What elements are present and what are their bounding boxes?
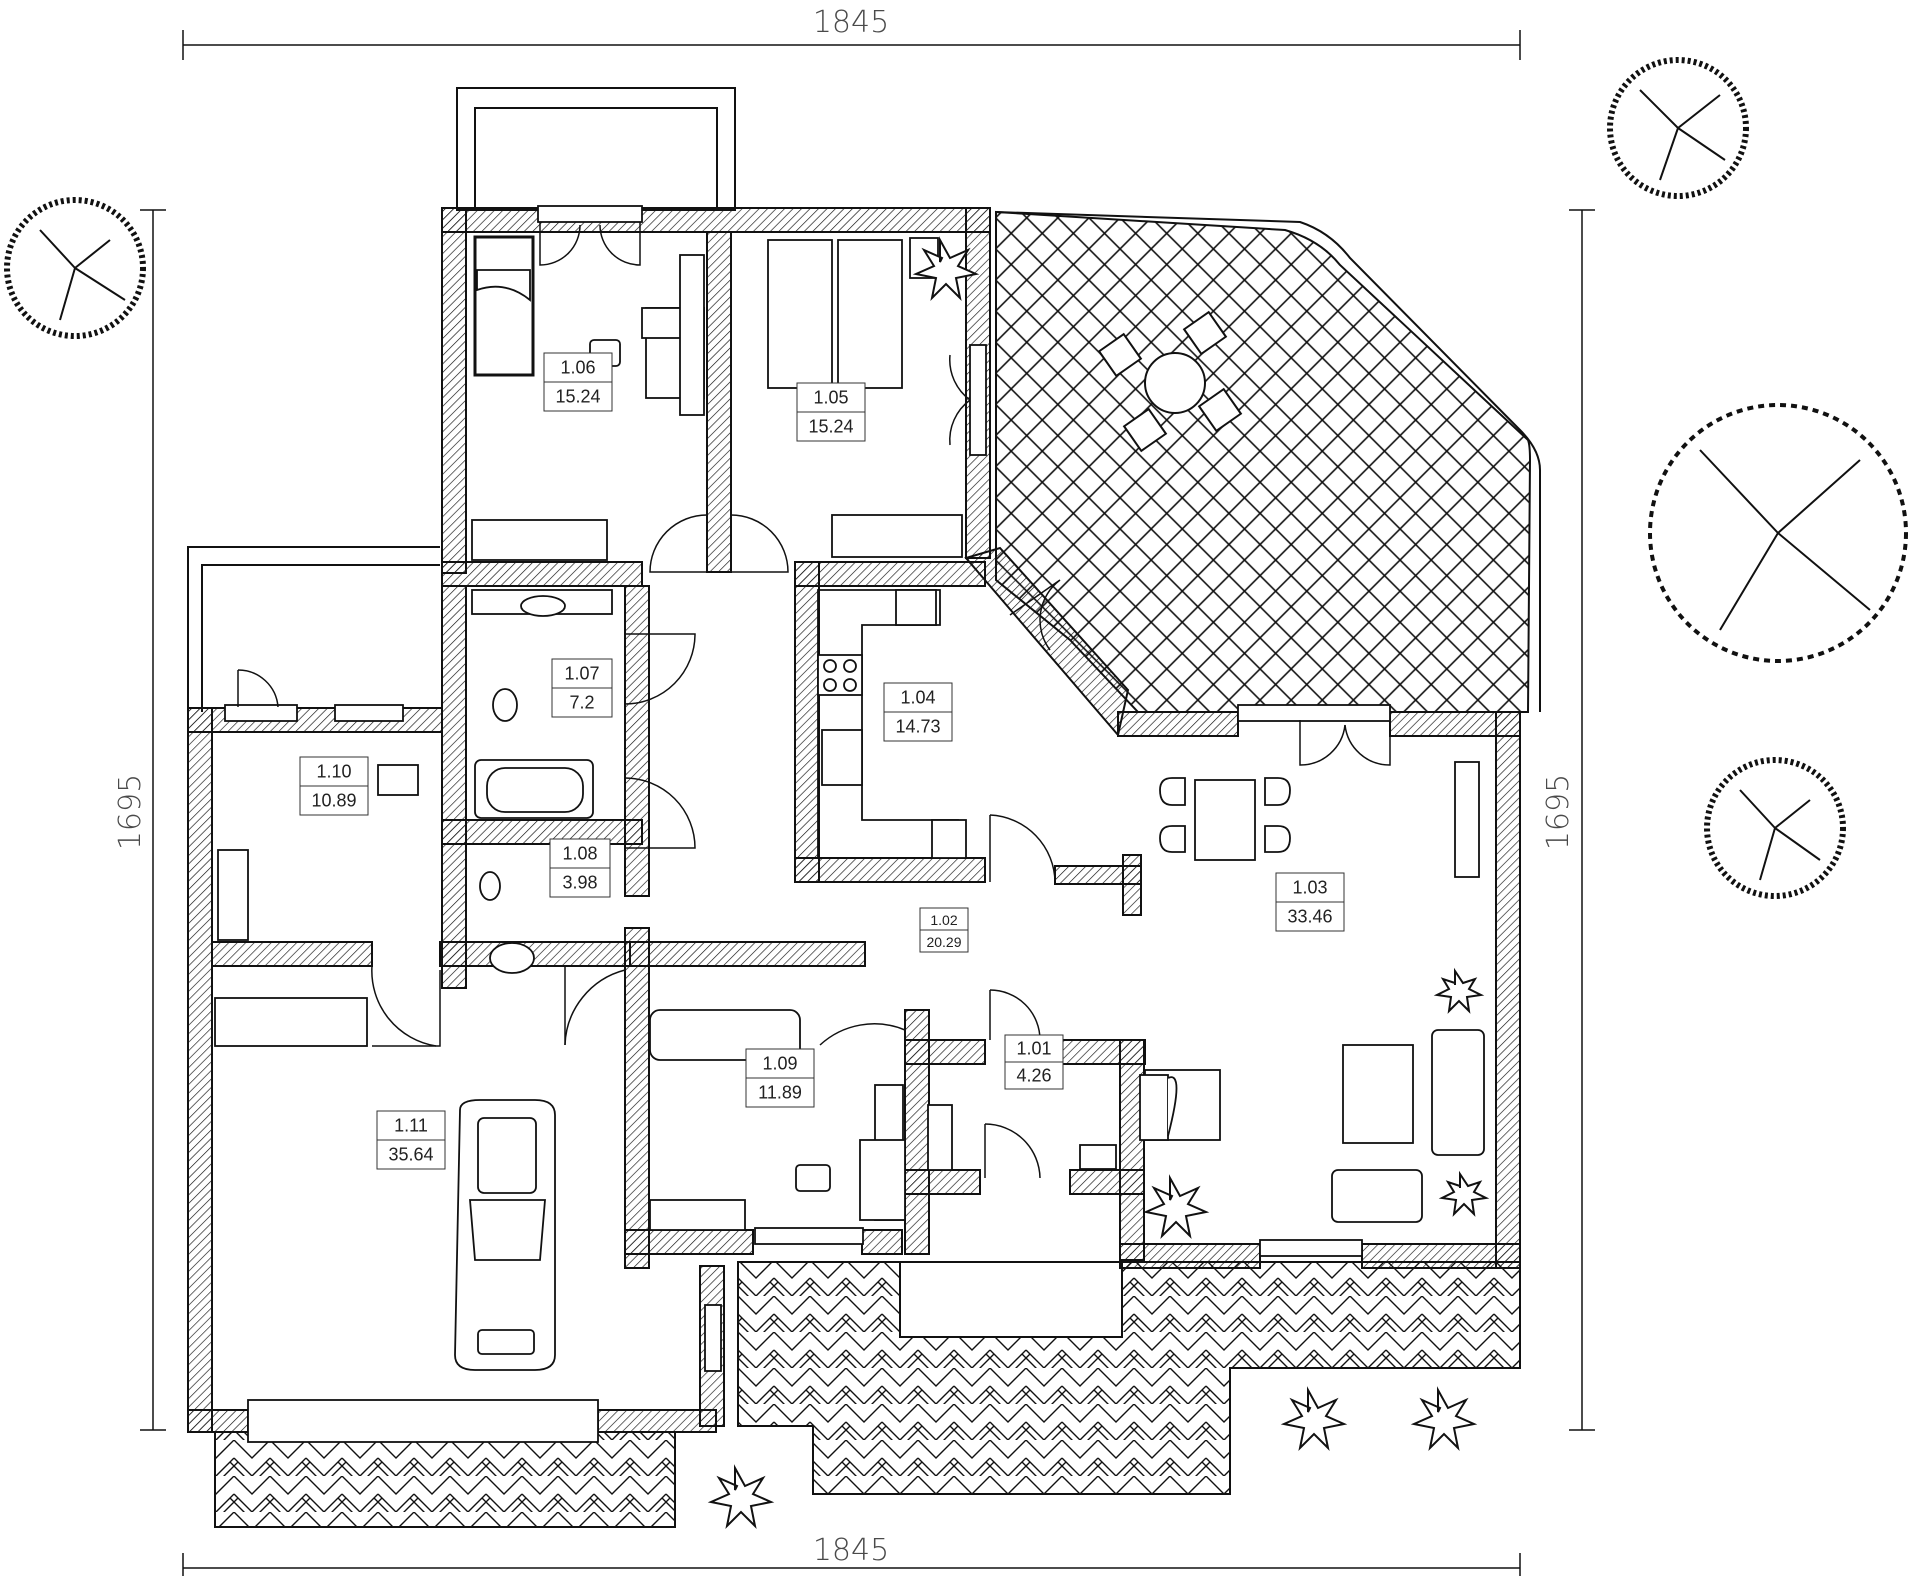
room-area: 15.24 xyxy=(808,417,853,437)
room-label-1-09: 1.09 11.89 xyxy=(745,1048,815,1108)
room-area: 7.2 xyxy=(569,693,594,713)
tree-icon xyxy=(4,57,1908,899)
dimension-top-label: 1845 xyxy=(813,5,889,40)
fireplace-icon xyxy=(1139,1069,1221,1141)
room-area: 20.29 xyxy=(926,934,961,950)
room-area: 35.64 xyxy=(388,1145,433,1165)
plant-icon xyxy=(707,236,1490,1530)
room-number: 1.01 xyxy=(1016,1039,1051,1059)
room-number: 1.10 xyxy=(316,762,351,782)
room-number: 1.08 xyxy=(562,844,597,864)
doors xyxy=(237,222,1391,1179)
windows xyxy=(224,205,1391,1443)
room-number: 1.02 xyxy=(930,912,957,928)
furniture xyxy=(214,235,1485,1371)
room-label-1-02: 1.02 20.29 xyxy=(919,907,969,953)
room-number: 1.06 xyxy=(560,358,595,378)
room-number: 1.11 xyxy=(394,1116,428,1136)
room-label-1-08: 1.08 3.98 xyxy=(549,838,611,898)
balcony xyxy=(456,87,736,211)
room-label-1-01: 1.01 4.26 xyxy=(1004,1034,1064,1090)
room-area: 3.98 xyxy=(562,873,597,893)
room-label-1-06: 1.06 15.24 xyxy=(543,352,613,412)
entry-step xyxy=(899,1261,1123,1338)
dimension-left xyxy=(140,209,166,1431)
room-area: 10.89 xyxy=(311,791,356,811)
toilet-icon xyxy=(492,688,518,722)
terrace-table xyxy=(1097,310,1243,453)
room-label-1-03: 1.03 33.46 xyxy=(1275,872,1345,932)
room-labels: 1.014.261.0220.291.0333.461.0414.731.051… xyxy=(299,352,1345,1170)
dimension-right-label: 1695 xyxy=(1541,774,1576,850)
room-label-1-05: 1.05 15.24 xyxy=(796,382,866,442)
room-area: 15.24 xyxy=(555,387,600,407)
sofa-icon xyxy=(649,1009,801,1061)
room-label-1-07: 1.07 7.2 xyxy=(551,658,613,718)
sink-icon xyxy=(489,942,535,974)
dimension-top xyxy=(182,30,1521,60)
room-area: 4.26 xyxy=(1016,1066,1051,1086)
dimension-right xyxy=(1569,209,1595,1431)
room-number: 1.09 xyxy=(762,1054,797,1074)
room-label-1-11: 1.11 35.64 xyxy=(376,1110,446,1170)
room-number: 1.04 xyxy=(900,688,935,708)
dimension-bottom-label: 1845 xyxy=(813,1533,889,1568)
room-number: 1.03 xyxy=(1292,878,1327,898)
room-label-1-04: 1.04 14.73 xyxy=(883,682,953,742)
dimension-left-label: 1695 xyxy=(113,774,148,850)
room-area: 33.46 xyxy=(1287,907,1332,927)
terrace-edge xyxy=(995,211,1541,712)
room-area: 14.73 xyxy=(895,717,940,737)
dining-table-icon xyxy=(1159,777,1291,861)
car-icon xyxy=(454,1099,556,1371)
room-area: 11.89 xyxy=(758,1083,802,1103)
walls xyxy=(187,207,1521,1433)
paving-garage xyxy=(214,1431,676,1528)
room-label-1-10: 1.10 10.89 xyxy=(299,756,369,816)
room-number: 1.07 xyxy=(564,664,599,684)
room-number: 1.05 xyxy=(813,388,848,408)
annex-outline xyxy=(187,546,440,712)
dimension-bottom xyxy=(182,1553,1521,1576)
paving-front xyxy=(737,1261,1521,1495)
bed-icon xyxy=(473,235,535,377)
